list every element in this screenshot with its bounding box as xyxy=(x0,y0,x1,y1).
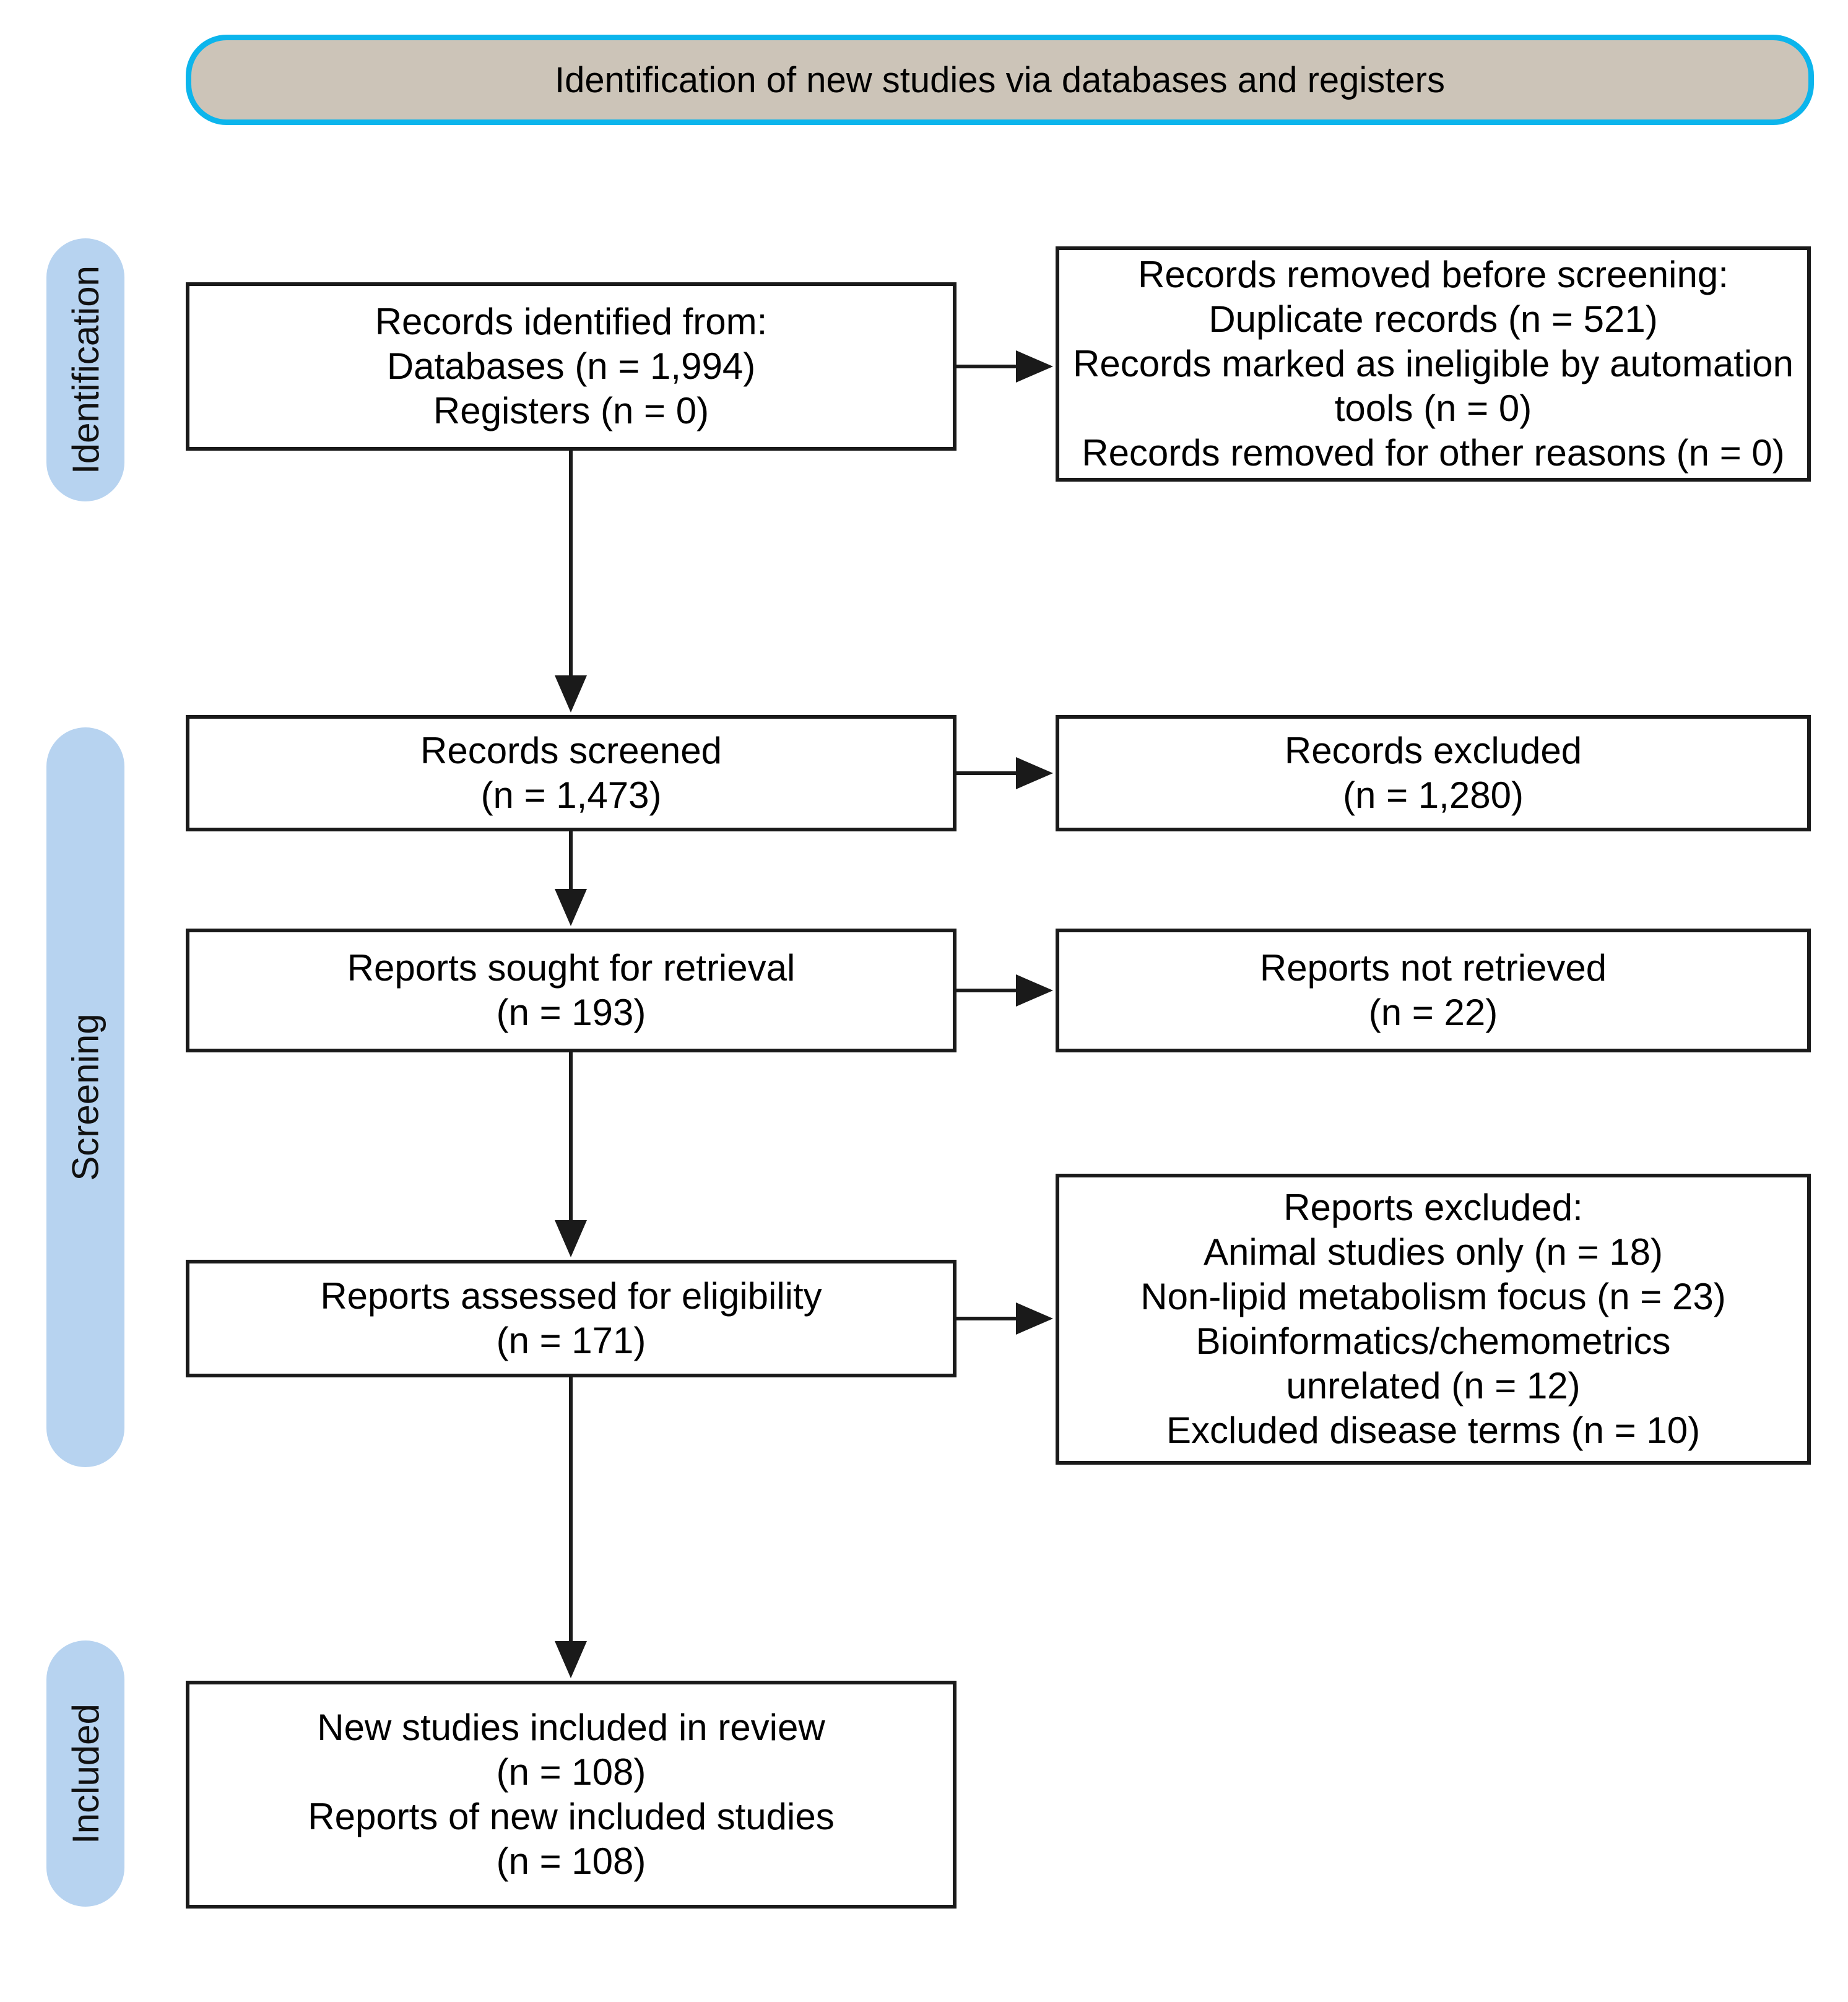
box-line: Records marked as ineligible by automati… xyxy=(1073,343,1794,384)
box-line: Reports not retrieved xyxy=(1259,947,1607,989)
box-line: (n = 108) xyxy=(496,1751,646,1793)
stage-label-included: Included xyxy=(64,1703,106,1844)
arrow-screened-to-sought xyxy=(555,831,587,926)
box-line: unrelated (n = 12) xyxy=(1286,1365,1581,1406)
box-line: (n = 1,473) xyxy=(480,774,662,816)
box-line: (n = 22) xyxy=(1368,992,1498,1033)
box-line: Records identified from: xyxy=(375,301,768,342)
box-line: Reports excluded: xyxy=(1283,1187,1583,1228)
arrow-identified-to-screened xyxy=(555,451,587,713)
arrow-assessed-to-included xyxy=(555,1377,587,1678)
stage-label-identification: Identification xyxy=(64,266,106,474)
box-line: Animal studies only (n = 18) xyxy=(1203,1231,1664,1273)
box-reports-not-retrieved: Reports not retrieved (n = 22) xyxy=(1056,929,1811,1052)
box-line: Reports of new included studies xyxy=(308,1796,835,1837)
box-reports-assessed: Reports assessed for eligibility (n = 17… xyxy=(186,1260,957,1377)
box-line: Records excluded xyxy=(1284,730,1582,771)
box-reports-sought: Reports sought for retrieval (n = 193) xyxy=(186,929,957,1052)
arrow-identified-to-records-removed xyxy=(957,350,1053,383)
arrow-sought-to-not-retrieved xyxy=(957,974,1053,1007)
box-line: Excluded disease terms (n = 10) xyxy=(1166,1410,1701,1451)
box-records-removed: Records removed before screening: Duplic… xyxy=(1056,246,1811,482)
box-line: (n = 193) xyxy=(496,992,646,1033)
stage-pill-included: Included xyxy=(46,1640,124,1907)
box-line: Reports assessed for eligibility xyxy=(320,1275,822,1317)
box-records-excluded: Records excluded (n = 1,280) xyxy=(1056,715,1811,831)
box-records-identified: Records identified from: Databases (n = … xyxy=(186,282,957,451)
banner: Identification of new studies via databa… xyxy=(186,35,1814,125)
box-line: (n = 171) xyxy=(496,1320,646,1361)
box-new-studies-included: New studies included in review (n = 108)… xyxy=(186,1681,957,1909)
stage-pill-identification: Identification xyxy=(46,238,124,501)
box-line: Records removed before screening: xyxy=(1138,254,1729,295)
box-line: Reports sought for retrieval xyxy=(347,947,796,989)
box-line: Databases (n = 1,994) xyxy=(386,345,756,387)
box-line: (n = 1,280) xyxy=(1343,774,1524,816)
box-line: tools (n = 0) xyxy=(1334,388,1532,429)
box-line: Duplicate records (n = 521) xyxy=(1208,298,1658,340)
arrow-sought-to-assessed xyxy=(555,1052,587,1257)
arrow-assessed-to-reports-excluded xyxy=(957,1302,1053,1335)
box-line: New studies included in review xyxy=(317,1707,825,1748)
stage-label-screening: Screening xyxy=(64,1013,106,1181)
box-line: Bioinformatics/chemometrics xyxy=(1195,1320,1671,1362)
banner-title: Identification of new studies via databa… xyxy=(555,59,1445,100)
box-line: Registers (n = 0) xyxy=(433,390,709,431)
box-line: Non-lipid metabolism focus (n = 23) xyxy=(1140,1276,1726,1317)
arrow-screened-to-records-excluded xyxy=(957,757,1053,789)
box-line: Records removed for other reasons (n = 0… xyxy=(1082,432,1785,474)
stage-pill-screening: Screening xyxy=(46,727,124,1467)
box-records-screened: Records screened (n = 1,473) xyxy=(186,715,957,831)
box-line: Records screened xyxy=(420,730,722,771)
box-reports-excluded: Reports excluded: Animal studies only (n… xyxy=(1056,1174,1811,1465)
box-line: (n = 108) xyxy=(496,1840,646,1882)
